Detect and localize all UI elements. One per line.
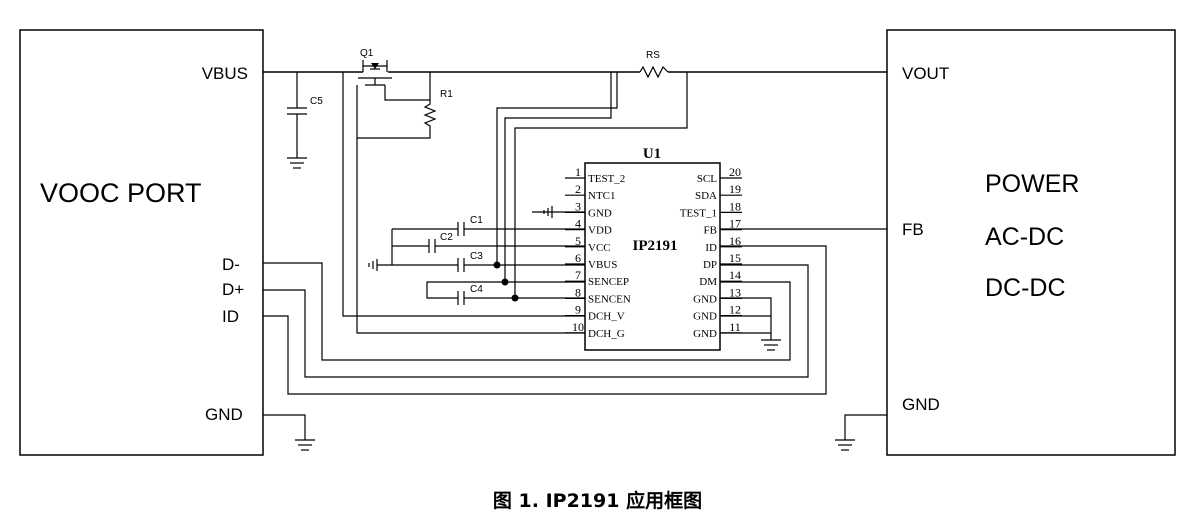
ic-pin-name: DCH_G [588, 328, 625, 340]
ic-right-wires [720, 228, 887, 351]
ic-pin-number: 19 [729, 182, 741, 196]
ic-pin-number: 3 [575, 199, 581, 213]
ic-pin-number: 15 [729, 251, 741, 265]
data-line-loops [263, 245, 827, 395]
cap-network: C1 C2 C3 C4 [368, 206, 585, 305]
ic-pin-number: 17 [729, 217, 741, 231]
ic-pin-number: 11 [729, 320, 741, 334]
ic-body [584, 162, 721, 351]
rs-resistor: RS [639, 50, 669, 79]
ic-pin-number: 16 [729, 234, 741, 248]
ic-pin-name: TEST_2 [588, 173, 625, 185]
vbus-label: VBUS [202, 64, 248, 83]
ic-pin-name: TEST_1 [680, 207, 717, 219]
svg-text:R1: R1 [440, 89, 453, 100]
ic-pin-name: DCH_V [588, 311, 625, 323]
id-label: ID [222, 307, 239, 326]
ic-pin-number: 6 [575, 251, 581, 265]
svg-text:C5: C5 [310, 96, 323, 107]
ic-part: IP2191 [633, 238, 678, 254]
ic-pin-number: 5 [575, 234, 581, 248]
gnd-wires [263, 414, 887, 451]
power-title-line-3: DC-DC [985, 274, 1066, 302]
svg-text:RS: RS [646, 50, 660, 61]
vooc-port-block [19, 29, 264, 456]
ic-pin-number: 7 [575, 268, 581, 282]
svg-text:C2: C2 [440, 232, 453, 243]
power-block [886, 29, 1176, 456]
ic-pin-name: GND [693, 293, 717, 305]
ic-pin-number: 14 [729, 268, 741, 282]
r1-resistor: R1 [357, 72, 453, 139]
fb-label: FB [902, 220, 924, 239]
ic-pin-number: 18 [729, 199, 741, 213]
ic-pin-name: SDA [695, 190, 717, 202]
ic-pin-name: VBUS [588, 259, 617, 271]
ic-pin-name: ID [705, 242, 717, 254]
ic-pin-number: 12 [729, 303, 741, 317]
ic-pin-number: 20 [729, 165, 741, 179]
dplus-label: D+ [222, 280, 244, 299]
svg-text:C4: C4 [470, 284, 483, 295]
ic-pin-name: VDD [588, 225, 612, 237]
ic-ref: U1 [643, 146, 661, 162]
svg-text:Q1: Q1 [360, 48, 374, 59]
vout-label: VOUT [902, 64, 949, 83]
ic-pin-number: 10 [572, 320, 584, 334]
ic-pin-name: SCL [697, 173, 717, 185]
dminus-label: D- [222, 255, 240, 274]
right-gnd-label: GND [902, 395, 940, 414]
drive-wires [342, 72, 688, 334]
ic-pin-number: 2 [575, 182, 581, 196]
vooc-port-title: VOOC PORT [40, 178, 202, 208]
ic-pin-name: GND [588, 207, 612, 219]
ic-pin-number: 4 [575, 217, 581, 231]
ic-pin-name: NTC1 [588, 190, 616, 202]
ic-pin-name: DM [699, 276, 717, 288]
figure-caption: 图 1. IP2191 应用框图 [492, 490, 703, 512]
svg-text:C3: C3 [470, 251, 483, 262]
ic-pin-name: GND [693, 328, 717, 340]
ic-pin-name: SENCEP [588, 276, 629, 288]
ic-pin-number: 1 [575, 165, 581, 179]
power-title-line-2: AC-DC [985, 223, 1064, 251]
ic-pin-number: 13 [729, 285, 741, 299]
left-gnd-label: GND [205, 405, 243, 424]
q1-mosfet: Q1 [358, 48, 392, 90]
ic-pin-number: 9 [575, 303, 581, 317]
power-title-line-1: POWER [985, 170, 1079, 198]
ic-pin-name: DP [703, 259, 717, 271]
ic-pin-name: FB [704, 225, 717, 237]
ic-pin-name: VCC [588, 242, 611, 254]
ic-pin-number: 8 [575, 285, 581, 299]
ic-pin-name: SENCEN [588, 293, 631, 305]
ic-pin-name: GND [693, 311, 717, 323]
c5-capacitor: C5 [287, 72, 323, 169]
svg-text:C1: C1 [470, 215, 483, 226]
